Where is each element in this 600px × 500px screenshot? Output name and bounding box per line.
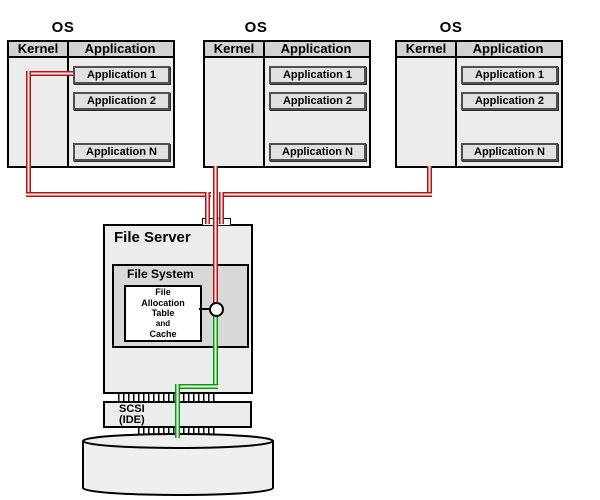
os-title: OS: [244, 19, 268, 36]
green-connection-line: [175, 384, 218, 389]
red-connection-line: [26, 192, 211, 197]
red-connection-line: [205, 192, 210, 224]
junction-circle: [209, 302, 224, 317]
application-node: Application 1: [461, 66, 558, 84]
red-connection-line: [219, 192, 224, 224]
application-node: Application N: [73, 143, 170, 161]
application-header: Application: [84, 41, 156, 56]
application-header: Application: [280, 41, 352, 56]
os-header-row: Kernel Application: [397, 42, 561, 58]
application-node: Application 2: [269, 92, 366, 110]
column-divider: [67, 42, 69, 166]
red-connection-line: [427, 166, 432, 197]
column-divider: [263, 42, 265, 166]
red-connection-line: [219, 192, 432, 197]
red-connection-line: [26, 71, 31, 197]
scsi-label-line2: (IDE): [119, 414, 145, 426]
os-box: Kernel Application Application 1 Applica…: [7, 40, 175, 168]
green-connection-line: [175, 384, 180, 438]
os-header-row: Kernel Application: [205, 42, 369, 58]
file-server-title: File Server: [114, 229, 191, 246]
scsi-label: SCSI (IDE): [119, 404, 145, 426]
application-header: Application: [472, 41, 544, 56]
file-system-title: File System: [127, 267, 194, 281]
fat-label-line: Allocation: [141, 297, 185, 308]
fat-label-line: Cache: [149, 329, 177, 340]
disk-cylinder: [82, 433, 274, 496]
os-box: Kernel Application Application 1 Applica…: [203, 40, 371, 168]
fat-label-line: and: [155, 318, 171, 328]
green-connection-line: [213, 314, 218, 389]
red-connection-line: [26, 71, 73, 76]
fat-link-line: [199, 308, 210, 310]
application-node: Application 2: [461, 92, 558, 110]
kernel-header: Kernel: [17, 41, 59, 56]
application-node: Application 2: [73, 92, 170, 110]
os-header-row: Kernel Application: [9, 42, 173, 58]
application-node: Application 1: [73, 66, 170, 84]
os-title: OS: [51, 19, 75, 36]
application-node: Application N: [269, 143, 366, 161]
file-allocation-table-box: File Allocation Table and Cache: [124, 285, 202, 342]
scsi-label-line1: SCSI: [119, 403, 145, 415]
file-system-box: File System File Allocation Table and Ca…: [112, 264, 249, 348]
application-node: Application 1: [269, 66, 366, 84]
os-box: Kernel Application Application 1 Applica…: [395, 40, 563, 168]
red-connection-line: [213, 166, 218, 304]
column-divider: [455, 42, 457, 166]
application-node: Application N: [461, 143, 558, 161]
kernel-header: Kernel: [213, 41, 255, 56]
kernel-header: Kernel: [405, 41, 447, 56]
bus-connector-teeth: [118, 394, 218, 401]
fat-label-line: Table: [151, 308, 175, 319]
file-server-box: File Server File System File Allocation …: [103, 224, 253, 394]
fat-label-line: File: [155, 287, 171, 298]
os-title: OS: [439, 19, 463, 36]
